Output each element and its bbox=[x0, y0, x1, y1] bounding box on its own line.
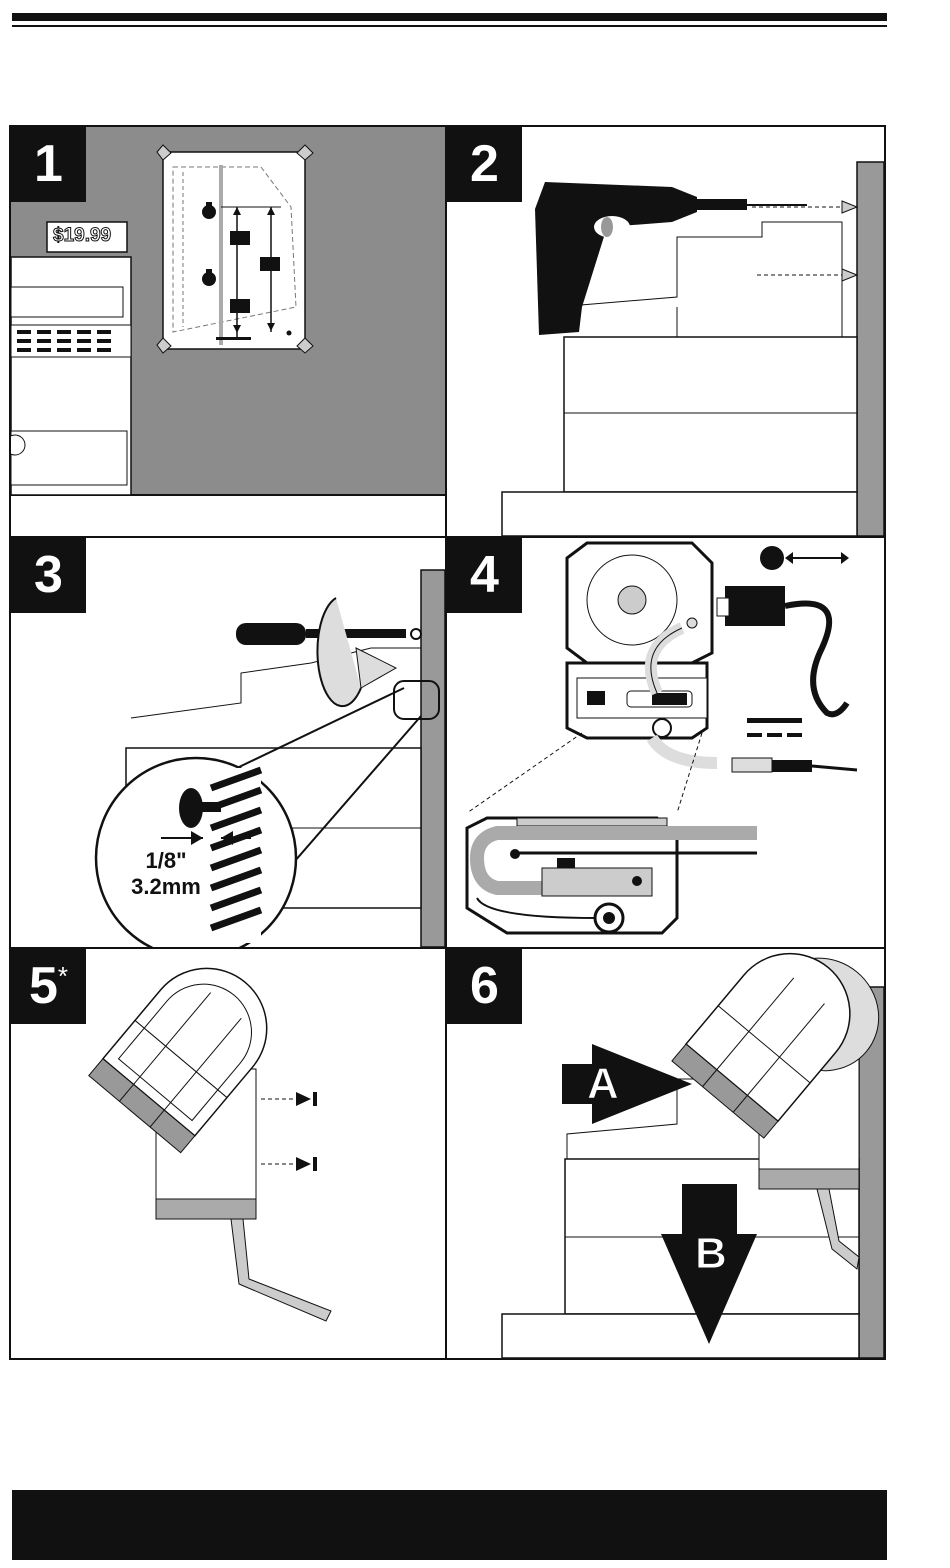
step-3-panel: 3 1/8" 3.2mm bbox=[11, 538, 445, 947]
step-5-number: 5* bbox=[11, 949, 86, 1024]
arrow-b-label: B bbox=[695, 1229, 727, 1279]
footer-bar bbox=[12, 1490, 887, 1560]
step-1-panel: 1 $19.99 bbox=[11, 127, 445, 536]
step-2-panel: 2 bbox=[447, 127, 884, 536]
step-2-number: 2 bbox=[447, 127, 522, 202]
arrow-a-label: A bbox=[587, 1059, 619, 1109]
grid-divider-row-1 bbox=[9, 536, 886, 538]
step-3-number: 3 bbox=[11, 538, 86, 613]
step-4-panel: 4 bbox=[447, 538, 884, 947]
grid-divider-vertical bbox=[445, 125, 447, 1360]
header-rule-thick bbox=[12, 13, 887, 21]
grid-divider-row-2 bbox=[9, 947, 886, 949]
dimension-mm: 3.2mm bbox=[111, 874, 221, 900]
dimension-inches: 1/8" bbox=[111, 848, 221, 874]
dimension-label: 1/8" 3.2mm bbox=[111, 848, 221, 900]
header-rule-thin bbox=[12, 25, 887, 27]
step-1-number: 1 bbox=[11, 127, 86, 202]
step-6-number: 6 bbox=[447, 949, 522, 1024]
step-4-number: 4 bbox=[447, 538, 522, 613]
price-tag: $19.99 bbox=[53, 225, 111, 247]
step-5-panel: 5* bbox=[11, 949, 445, 1358]
step-6-panel: 6 A B bbox=[447, 949, 884, 1358]
